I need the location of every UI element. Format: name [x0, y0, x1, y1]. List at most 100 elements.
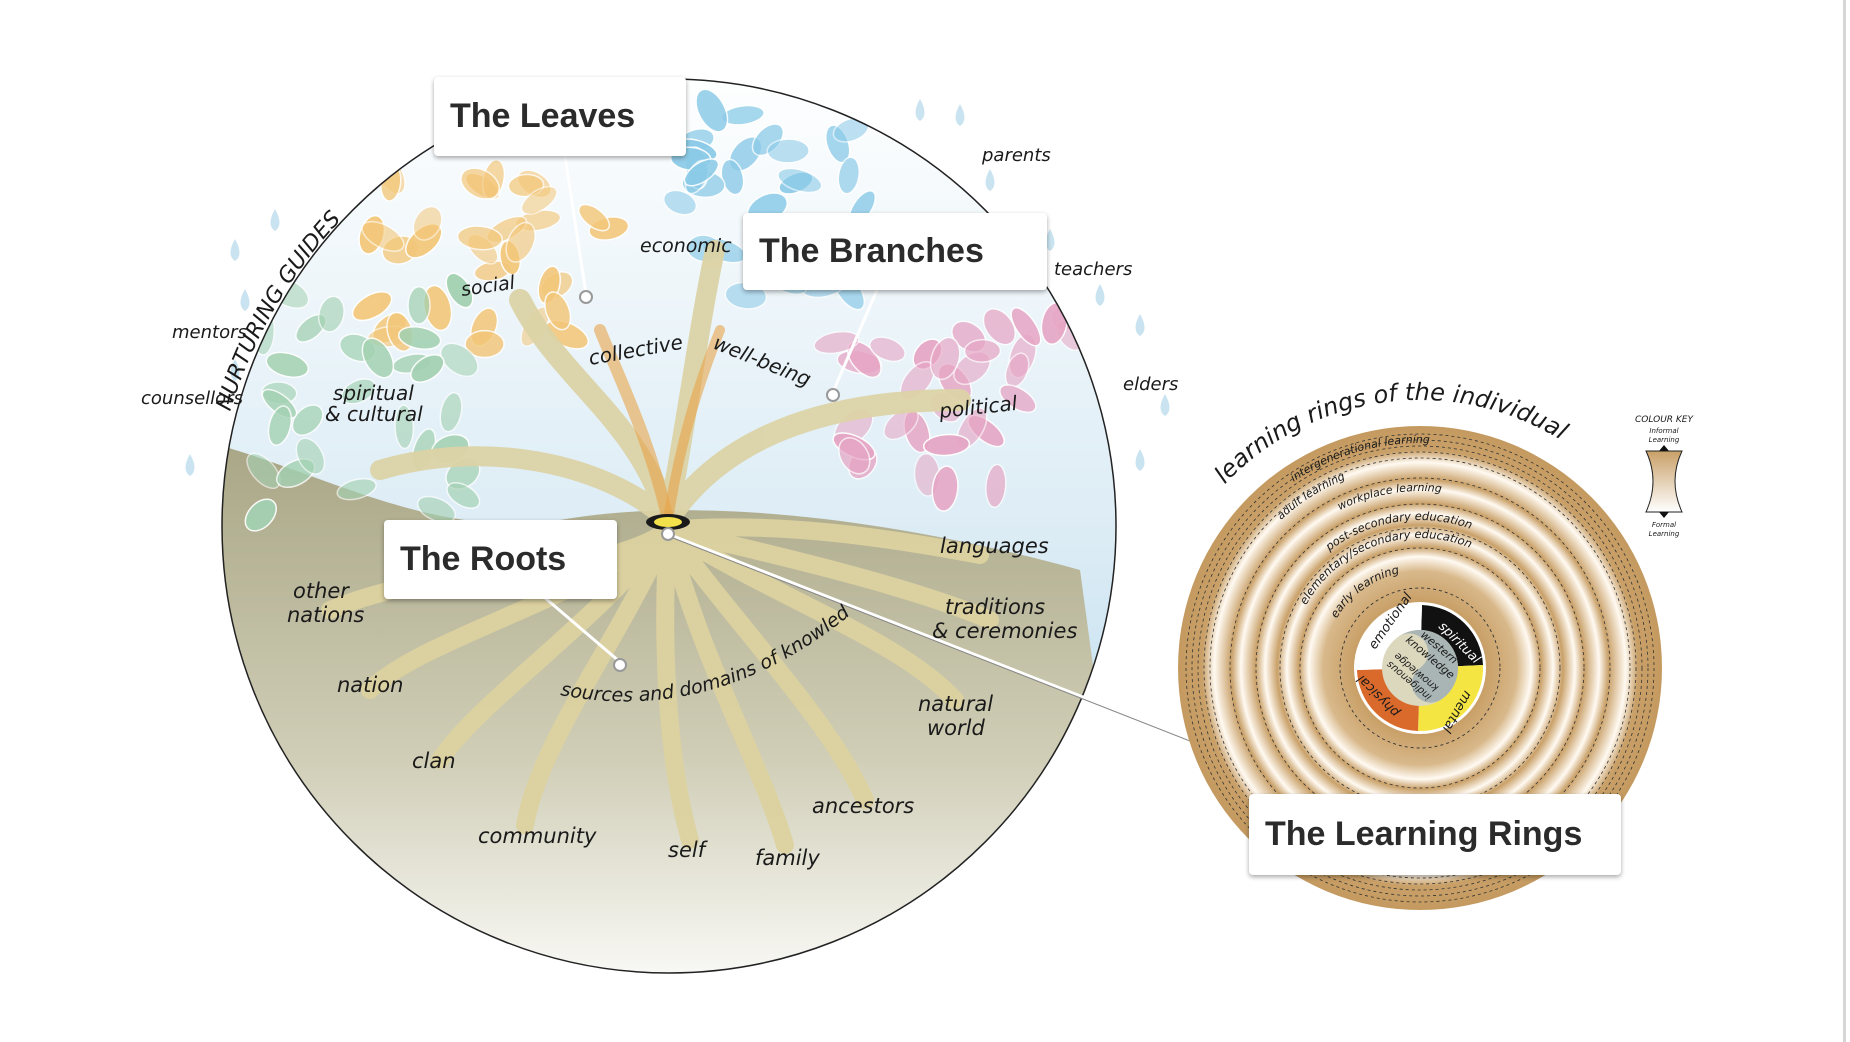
- dashed-ring: [1255, 503, 1585, 833]
- callout-the-learning-rings[interactable]: The Learning Rings: [1249, 794, 1621, 875]
- leaf-spiritual-cultural: [317, 295, 345, 333]
- dashed-ring: [1299, 547, 1541, 789]
- dashed-ring: [1279, 527, 1561, 809]
- callout-title: The Roots: [400, 540, 567, 578]
- root-label-family: family: [755, 846, 820, 870]
- leaf-social: [460, 167, 500, 200]
- root-label-ceremonies: & ceremonies: [932, 619, 1077, 643]
- arrow-up-icon: [1659, 445, 1669, 451]
- tree-core-wheel-inner: [654, 517, 682, 527]
- callout-the-roots[interactable]: The Roots: [384, 520, 617, 599]
- dashed-ring: [1185, 433, 1655, 903]
- guide-parents: parents: [981, 145, 1051, 166]
- leaf-social: [351, 291, 393, 322]
- leaf-spiritual-cultural: [397, 326, 442, 351]
- scrollbar[interactable]: [1843, 0, 1846, 1042]
- branches-connector: [831, 289, 879, 393]
- water-drop-icon: [1160, 394, 1170, 416]
- leaf-spiritual-cultural: [295, 437, 326, 475]
- leaves-connector: [563, 155, 588, 295]
- leaf-spiritual-cultural: [267, 405, 293, 446]
- water-drop-icon: [185, 454, 195, 476]
- leaf-political: [963, 338, 1002, 363]
- water-drop-icon: [1135, 449, 1145, 471]
- guide-elders: elders: [1123, 374, 1178, 395]
- leaf-political: [929, 336, 961, 381]
- centre-wheel: spiritual mental physical emotional west…: [1354, 590, 1486, 735]
- leaf-spiritual-cultural: [439, 391, 463, 433]
- leaf-economic: [683, 158, 720, 187]
- leaf-economic: [766, 138, 810, 164]
- leaf-spiritual-cultural: [340, 378, 377, 405]
- leaf-political: [869, 336, 906, 363]
- leaf-social: [520, 185, 558, 215]
- colour-key-formal-2: Learning: [1649, 530, 1680, 538]
- arrow-down-icon: [1659, 512, 1669, 518]
- root-label-nation: nation: [337, 673, 403, 697]
- leaf-political: [985, 463, 1007, 509]
- colour-key-informal-1: Informal: [1649, 427, 1678, 435]
- leaf-spiritual-cultural: [265, 351, 310, 379]
- dashed-ring: [1197, 445, 1643, 891]
- leaf-economic: [777, 167, 823, 194]
- dashed-ring: [1191, 439, 1649, 897]
- roots-pin: [613, 658, 627, 672]
- leaf-spiritual-cultural: [446, 481, 481, 510]
- guide-mentors: mentors: [172, 322, 247, 343]
- callout-the-branches[interactable]: The Branches: [743, 213, 1047, 290]
- water-drop-icon: [270, 209, 280, 231]
- leaf-social: [412, 205, 443, 241]
- root-label-world: world: [927, 716, 985, 740]
- leaf-political: [982, 308, 1017, 346]
- learning-ring-dashed-lines: [1185, 433, 1655, 903]
- callout-title: The Learning Rings: [1265, 815, 1583, 853]
- leaf-political: [999, 384, 1037, 414]
- root-label-other: other: [293, 579, 350, 603]
- leaf-political: [838, 437, 871, 475]
- water-drop-icon: [1135, 314, 1145, 336]
- branches-pin: [826, 388, 840, 402]
- early-learning-ring: [1339, 587, 1501, 749]
- leaf-social: [361, 220, 405, 252]
- leaf-social: [456, 225, 504, 251]
- leaf-political: [1010, 307, 1042, 347]
- leaf-social: [544, 291, 572, 331]
- leaf-social: [464, 329, 505, 359]
- water-drop-icon: [1045, 229, 1055, 251]
- learning-rings-pin: [661, 527, 675, 541]
- leaf-spiritual-cultural: [439, 342, 479, 378]
- leaf-label-economic: economic: [640, 235, 732, 257]
- leaf-label-spiritual: spiritual: [333, 381, 414, 405]
- root-label-self: self: [668, 838, 709, 862]
- root-label-community: community: [478, 824, 597, 848]
- water-drop-icon: [240, 289, 250, 311]
- tree-roots: [321, 518, 999, 854]
- colour-key-title: COLOUR KEY: [1635, 415, 1694, 425]
- water-drop-icon: [230, 359, 240, 381]
- leaf-spiritual-cultural: [336, 477, 377, 501]
- leaf-spiritual-cultural: [394, 404, 415, 450]
- colour-key-gradient: [1645, 450, 1683, 513]
- root-label-ancestors: ancestors: [812, 794, 914, 818]
- leaf-spiritual-cultural: [244, 498, 277, 532]
- leaf-social: [505, 221, 537, 263]
- callout-title: The Leaves: [450, 97, 636, 135]
- leaf-economic: [662, 189, 698, 216]
- leaf-political: [813, 330, 860, 355]
- callout-title: The Branches: [759, 232, 984, 270]
- leaf-spiritual-cultural: [361, 337, 395, 379]
- water-drop-icon: [1095, 284, 1105, 306]
- leaf-political: [922, 433, 971, 457]
- roots-connector: [543, 595, 621, 664]
- leaf-economic: [837, 156, 861, 195]
- guide-counsellors: counsellors: [141, 388, 243, 409]
- dashed-ring: [1229, 477, 1611, 859]
- colour-key-informal-2: Learning: [1649, 436, 1680, 444]
- leaf-spiritual-cultural: [416, 495, 457, 524]
- callout-the-leaves[interactable]: The Leaves: [434, 77, 686, 156]
- water-drop-icon: [985, 169, 995, 191]
- root-label-natural: natural: [918, 692, 993, 716]
- water-drop-icon: [955, 104, 965, 126]
- colour-key: COLOUR KEY Informal Learning Formal Lear…: [1635, 415, 1694, 538]
